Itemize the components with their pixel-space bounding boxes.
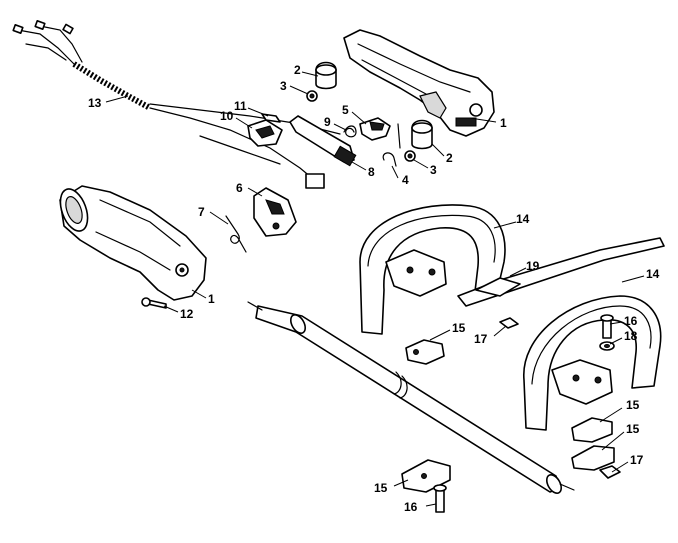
square-nut-lower	[599, 465, 621, 479]
handle-screw	[600, 314, 614, 339]
callout-18: 18	[624, 329, 638, 343]
callout-15-right-a: 15	[626, 398, 640, 412]
callout-1-upper: 1	[500, 116, 507, 130]
callout-14-upper: 14	[516, 212, 530, 226]
torsion-spring	[343, 125, 357, 138]
handle-housing-lower	[59, 185, 207, 301]
stop-switch	[247, 119, 283, 147]
callout-15-right-b: 15	[626, 422, 640, 436]
callout-3-lower: 3	[430, 163, 437, 177]
clamp-half-d	[401, 459, 451, 493]
callouts: 1 2 3 5 9 11 10 13 2 3 4 8 6 7 1 12 14 1…	[88, 63, 660, 514]
callout-4: 4	[402, 173, 409, 187]
clamp-half-a	[405, 339, 445, 365]
callout-15-lower: 15	[374, 481, 388, 495]
callout-11: 11	[234, 99, 247, 113]
housing-screw	[141, 297, 167, 309]
retaining-clip	[382, 123, 401, 167]
callout-16-right: 16	[624, 314, 638, 328]
callout-5: 5	[342, 103, 349, 117]
clamp-half-c	[571, 445, 615, 471]
callout-6: 6	[236, 181, 243, 195]
callout-1-lower: 1	[208, 292, 215, 306]
clamp-half-b	[571, 417, 613, 443]
screw-lower	[404, 150, 416, 162]
handle-housing-upper	[343, 29, 495, 137]
square-nut-upper	[499, 317, 519, 329]
callout-14-lower: 14	[646, 267, 660, 281]
leader-lines	[105, 71, 645, 507]
clamp-lower	[411, 119, 433, 150]
callout-7: 7	[198, 205, 205, 219]
callout-19: 19	[526, 259, 540, 273]
clamp-upper	[315, 61, 337, 90]
drive-tube	[247, 301, 575, 494]
switch-contact	[261, 113, 281, 123]
wiring-harness	[12, 20, 341, 189]
screw-upper	[306, 90, 318, 102]
loop-handle-lower	[523, 295, 662, 431]
lever-spring	[225, 215, 247, 253]
callout-2-upper: 2	[294, 63, 301, 77]
callout-15-upper: 15	[452, 321, 466, 335]
interlock-lever	[253, 187, 297, 237]
loop-handle-upper	[359, 204, 506, 335]
throttle-trigger	[359, 117, 391, 141]
callout-3-upper: 3	[280, 79, 287, 93]
bolt-lower	[433, 484, 447, 513]
callout-13: 13	[88, 96, 102, 110]
callout-12: 12	[180, 307, 194, 321]
callout-9: 9	[324, 115, 331, 129]
callout-10: 10	[220, 109, 234, 123]
callout-17-upper: 17	[474, 332, 488, 346]
callout-2-lower: 2	[446, 151, 453, 165]
callout-8: 8	[368, 165, 375, 179]
handle-bar	[457, 237, 665, 307]
callout-16-lower: 16	[404, 500, 418, 514]
callout-17-lower: 17	[630, 453, 644, 467]
throttle-rod	[289, 115, 357, 167]
